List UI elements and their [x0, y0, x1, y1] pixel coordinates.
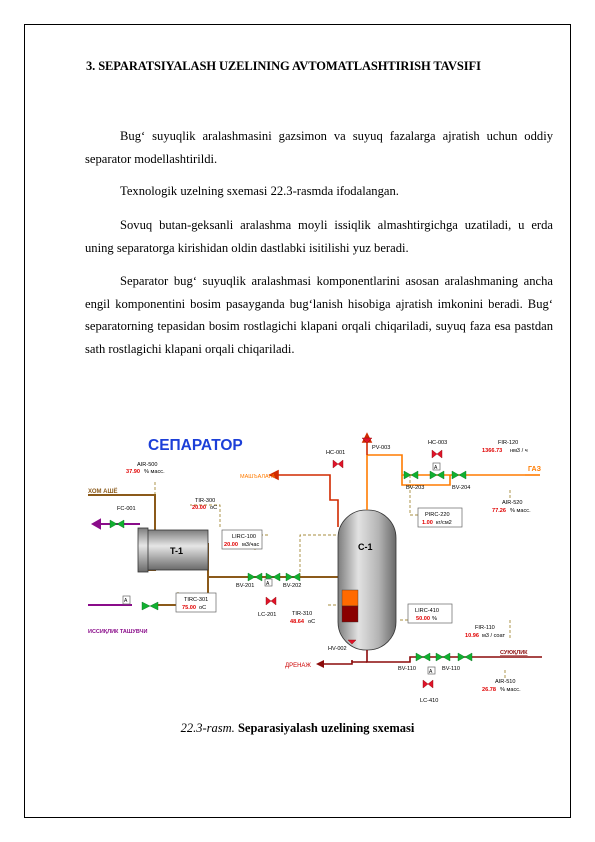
bv203-tag: BV-203 [406, 485, 424, 491]
pirc220-value: 1.00 [422, 520, 433, 526]
tirc301-tag: TIRC-301 [184, 597, 208, 603]
hc001-tag: HC-001 [326, 450, 345, 456]
hv002-tag: HV-002 [328, 646, 347, 652]
section-heading: 3. SEPARATSIYALASH UZELINING AVTOMATLASH… [86, 59, 481, 73]
fir120-unit: нм3 / ч [510, 448, 528, 454]
feed-label: ХОМ АШЁ [88, 488, 118, 495]
drain-arrow [316, 660, 324, 668]
valves [109, 470, 473, 662]
heat-carrier-label: ИССИҚЛИК ТАШУВЧИ [88, 629, 147, 635]
pirc220-unit: кг/см2 [436, 520, 452, 526]
diagram-title: СЕПАРАТОР [148, 437, 243, 454]
lirc410-value: 50.00 [416, 616, 430, 622]
tir310-unit: оС [308, 619, 315, 625]
pirc220-tag: PIRC-220 [425, 512, 450, 518]
tir300-value: 20.00 [192, 505, 206, 511]
gas-label: ГАЗ [528, 466, 542, 473]
tir310-value: 48.64 [290, 619, 305, 625]
lirc100-tag: LIRC-100 [232, 534, 256, 540]
red-valves [265, 437, 443, 689]
air510-tag: AIR-510 [495, 679, 516, 685]
lirc100-unit: м3/час [242, 542, 260, 548]
drain-label: ДРЕНАЖ [285, 663, 311, 669]
a-label-2: A [266, 581, 270, 587]
pv003-tag: PV-003 [372, 445, 390, 451]
air500-unit: % масс. [144, 469, 165, 475]
separator-diagram: СЕПАРАТОР ХОМ АШЁ ИССИҚЛИК ТАШУВЧИ T-1 C… [88, 432, 542, 704]
fir110-tag: FIR-110 [475, 625, 495, 631]
vessel-label: C-1 [358, 542, 373, 552]
lc410-tag: LC-410 [420, 698, 438, 704]
bv201-tag: BV-201 [236, 583, 254, 589]
tirc301-value: 75.00 [182, 605, 196, 611]
air510-unit: % масс. [500, 687, 521, 693]
heat-exchanger-t1: T-1 [137, 527, 209, 573]
bv110a-tag: BV-110 [398, 666, 416, 672]
bv204-tag: BV-204 [452, 485, 470, 491]
instrument-boxes [122, 462, 463, 675]
liquid-outlet-line [320, 650, 542, 665]
tir300-unit: оС [210, 505, 217, 511]
paragraph-1: Bug‘ suyuqlik aralashmasini gazsimon va … [85, 129, 553, 166]
hc003-tag: HC-003 [428, 440, 447, 446]
fc-tag: FC-001 [117, 506, 136, 512]
bv110b-tag: BV-110 [442, 666, 460, 672]
air510-value: 26.78 [482, 687, 496, 693]
heat-carrier-line [88, 518, 140, 606]
air500-tag: AIR-500 [137, 462, 158, 468]
air520-tag: AIR-520 [502, 500, 523, 506]
separator-vessel: C-1 [337, 509, 397, 651]
page-border [24, 24, 571, 818]
flare-label: МАШЪАЛАГА [240, 474, 275, 480]
paragraph-3: Sovuq butan-geksanli aralashma moyli iss… [85, 218, 553, 255]
tir300-tag: TIR-300 [195, 498, 215, 504]
air520-unit: % масс. [510, 508, 531, 514]
lirc100-value: 20.00 [224, 542, 238, 548]
lirc410-tag: LIRC-410 [415, 608, 439, 614]
paragraph-2: Texnologik uzelning sxemasi 22.3-rasmda … [120, 184, 399, 198]
figure-caption: 22.3-rasm. Separasiyalash uzelining sxem… [0, 721, 595, 736]
caption-number: 22.3-rasm. [180, 721, 235, 735]
lirc410-unit: % [432, 616, 437, 622]
lc201-tag: LC-201 [258, 612, 276, 618]
fir110-unit: м3 / сoат [482, 633, 506, 639]
bv202-tag: BV-202 [283, 583, 301, 589]
air500-value: 37.90 [126, 469, 140, 475]
fir120-tag: FIR-120 [498, 440, 518, 446]
fir110-value: 10.96 [465, 633, 479, 639]
product-label: СУЮҚЛИК [500, 650, 528, 656]
air520-value: 77.26 [492, 508, 506, 514]
paragraph-4: Separator bug‘ suyuqlik aralashmasi komp… [85, 274, 553, 356]
fir120-value: 1366.73 [482, 448, 502, 454]
a-label-4: A [429, 669, 433, 675]
a-label-1: A [124, 598, 128, 604]
tir310-tag: TIR-310 [292, 611, 312, 617]
exchanger-label: T-1 [170, 546, 183, 556]
a-label-3: A [434, 465, 438, 471]
caption-title: Separasiyalash uzelining sxemasi [237, 721, 415, 735]
tirc301-unit: оС [199, 605, 206, 611]
